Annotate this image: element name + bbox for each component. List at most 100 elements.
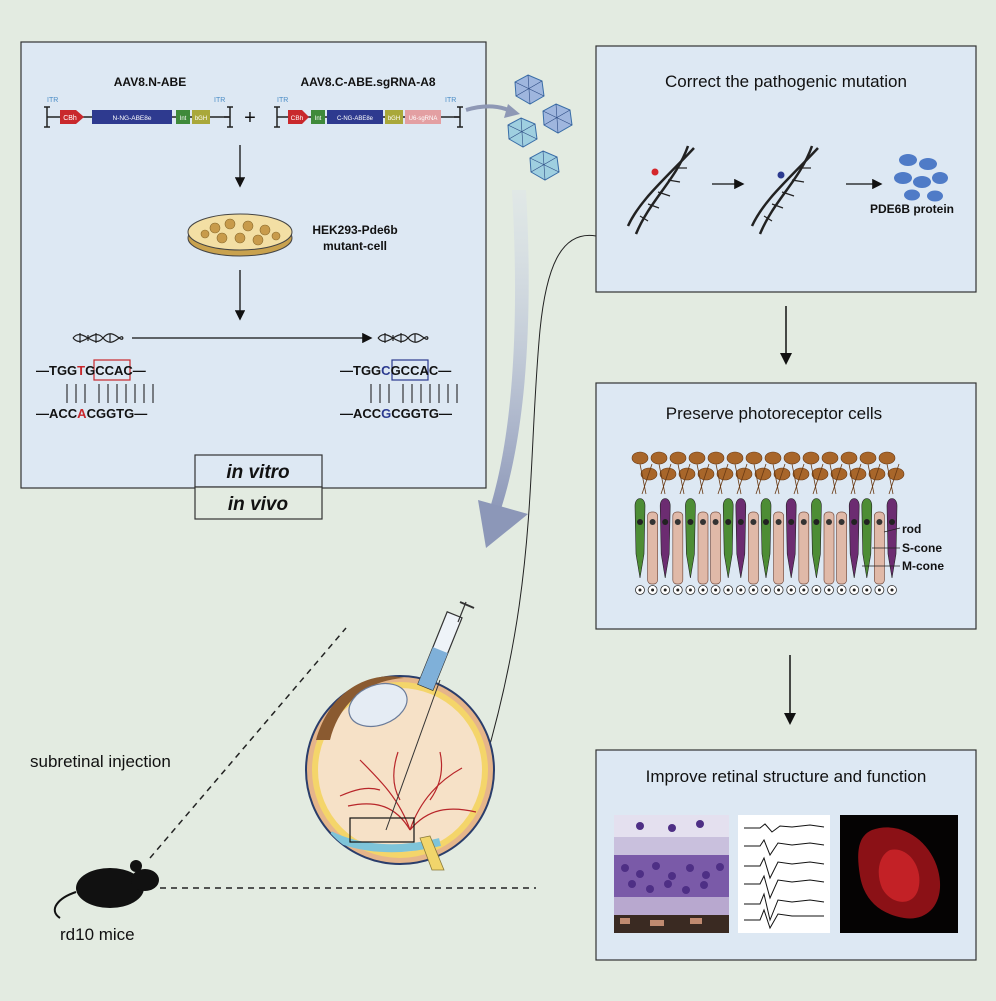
delivery-arrow xyxy=(490,190,529,512)
erg-traces-image xyxy=(738,815,830,933)
bipolar-cell xyxy=(707,451,725,465)
base-pair-lines xyxy=(370,384,458,403)
bgh-block xyxy=(385,110,403,124)
c-ng-abe8e-block xyxy=(327,110,383,124)
bipolar-cell xyxy=(688,451,706,465)
mutant-sequence: —TGGTGCCAC— —ACCACGGTG— xyxy=(36,359,154,421)
u6-sgrna-block xyxy=(405,110,441,124)
itr-label: ITR xyxy=(214,97,225,104)
seq-left-bottom-pre: —ACC xyxy=(36,406,78,421)
in-vitro-panel: AAV8.N-ABE ITR CBh N-NG-ABE8e Int bGH IT… xyxy=(20,41,487,520)
rod-cell xyxy=(697,511,709,585)
aav-particles-icon xyxy=(507,74,573,181)
in-vitro-label: in vitro xyxy=(226,462,289,483)
construct1-title: AAV8.N-ABE xyxy=(114,75,186,89)
syringe-icon xyxy=(385,601,475,831)
panel-correct-mutation: Correct the pathogenic mutation PDE6B pr… xyxy=(595,45,977,293)
bipolar-cell xyxy=(764,451,782,465)
itr-label: ITR xyxy=(445,97,456,104)
bipolar-cell xyxy=(821,451,839,465)
label-m-cone: M-cone xyxy=(902,559,944,573)
svg-text:—TGGCGCCAC—: —TGGCGCCAC— xyxy=(340,363,451,378)
panel3-title: Improve retinal structure and function xyxy=(646,767,927,786)
seq-left-top-pre: —TGG xyxy=(36,363,77,378)
svg-text:—ACCACGGTG—: —ACCACGGTG— xyxy=(36,406,147,421)
bgh-label: bGH xyxy=(388,116,400,122)
label-s-cone: S-cone xyxy=(902,541,942,555)
m-cone-cell xyxy=(685,498,696,579)
rod-cell xyxy=(798,511,810,585)
seq-left-bottom-post: CGGTG— xyxy=(87,406,148,421)
plus-sign: + xyxy=(244,107,256,129)
petri-dish-icon xyxy=(187,213,293,257)
cbh-label: CBh xyxy=(63,115,77,122)
c-ng-abe8e-label: C-NG-ABE8e xyxy=(337,116,374,122)
histology-image xyxy=(614,815,729,933)
intein-label: Int xyxy=(315,116,322,122)
dna-icon-left xyxy=(72,333,124,343)
cell-label-line1: HEK293-Pde6b xyxy=(312,223,397,237)
m-cone-cell xyxy=(861,498,873,579)
mice-label: rd10 mice xyxy=(60,925,135,944)
intein-block xyxy=(311,110,325,124)
bipolar-cell xyxy=(745,451,763,465)
itr-label: ITR xyxy=(47,97,58,104)
mutation-base-t: T xyxy=(77,363,85,378)
bipolar-cell xyxy=(802,451,820,465)
bipolar-cell xyxy=(669,451,687,465)
mouse-icon xyxy=(53,860,159,919)
rod-cell xyxy=(836,511,847,585)
seq-left-top-post: GCCAC— xyxy=(85,363,146,378)
panel-improve-retina: Improve retinal structure and function xyxy=(595,749,977,961)
panel1-title: Correct the pathogenic mutation xyxy=(665,72,907,91)
n-ng-abe8e-block xyxy=(92,110,172,124)
rod-cell xyxy=(647,511,658,585)
rod-cell xyxy=(748,511,759,585)
panel2-title: Preserve photoreceptor cells xyxy=(666,404,882,423)
dna-helix-corrected-icon xyxy=(750,145,819,235)
m-cone-cell xyxy=(634,498,646,579)
rod-cell xyxy=(823,511,835,585)
bipolar-cell xyxy=(726,451,744,465)
n-ng-abe8e-label: N-NG-ABE8e xyxy=(112,115,151,122)
bipolar-cell xyxy=(840,451,858,465)
s-cone-cell xyxy=(848,498,860,579)
bipolar-cell xyxy=(878,451,896,465)
m-cone-cell xyxy=(760,498,772,579)
label-rod: rod xyxy=(902,522,921,536)
cbh-label: CBh xyxy=(291,115,304,122)
intein-block xyxy=(176,110,190,124)
bipolar-cell xyxy=(859,451,877,465)
m-cone-cell xyxy=(722,498,734,579)
itr-label: ITR xyxy=(277,97,288,104)
bgh-block xyxy=(192,110,210,124)
s-cone-cell xyxy=(659,498,671,579)
dna-helix-mutant-icon xyxy=(626,145,695,235)
dna-icon-right xyxy=(377,333,429,343)
cell-label-line2: mutant-cell xyxy=(323,239,387,253)
corrected-sequence: —TGGCGCCAC— —ACCGCGGTG— xyxy=(340,359,458,421)
corrected-base-g: G xyxy=(381,406,391,421)
bipolar-cell xyxy=(631,451,649,465)
construct-aav8-n-abe: AAV8.N-ABE ITR CBh N-NG-ABE8e Int bGH IT… xyxy=(44,75,233,128)
base-pair-lines xyxy=(66,384,154,403)
svg-text:—TGGTGCCAC—: —TGGTGCCAC— xyxy=(36,363,146,378)
seq-right-bottom-post: CGGTG— xyxy=(391,406,452,421)
seq-right-bottom-pre: —ACC xyxy=(340,406,382,421)
construct2-title: AAV8.C-ABE.sgRNA-A8 xyxy=(300,75,435,89)
corrected-base-c: C xyxy=(381,363,391,378)
s-cone-cell xyxy=(886,498,898,579)
retina-flatmount-image xyxy=(840,815,958,933)
bgh-label: bGH xyxy=(195,116,207,122)
s-cone-cell xyxy=(785,498,797,579)
injection-label: subretinal injection xyxy=(30,752,171,771)
connector-line xyxy=(469,234,597,811)
m-cone-cell xyxy=(811,498,822,579)
photoreceptor-illustration xyxy=(631,451,905,595)
cbh-promoter xyxy=(60,110,84,124)
construct-aav8-c-abe-sgrna: AAV8.C-ABE.sgRNA-A8 ITR CBh Int C-NG-ABE… xyxy=(274,75,463,128)
rod-cell xyxy=(710,511,721,585)
in-vivo-label: in vivo xyxy=(228,494,288,515)
s-cone-cell xyxy=(735,498,747,579)
